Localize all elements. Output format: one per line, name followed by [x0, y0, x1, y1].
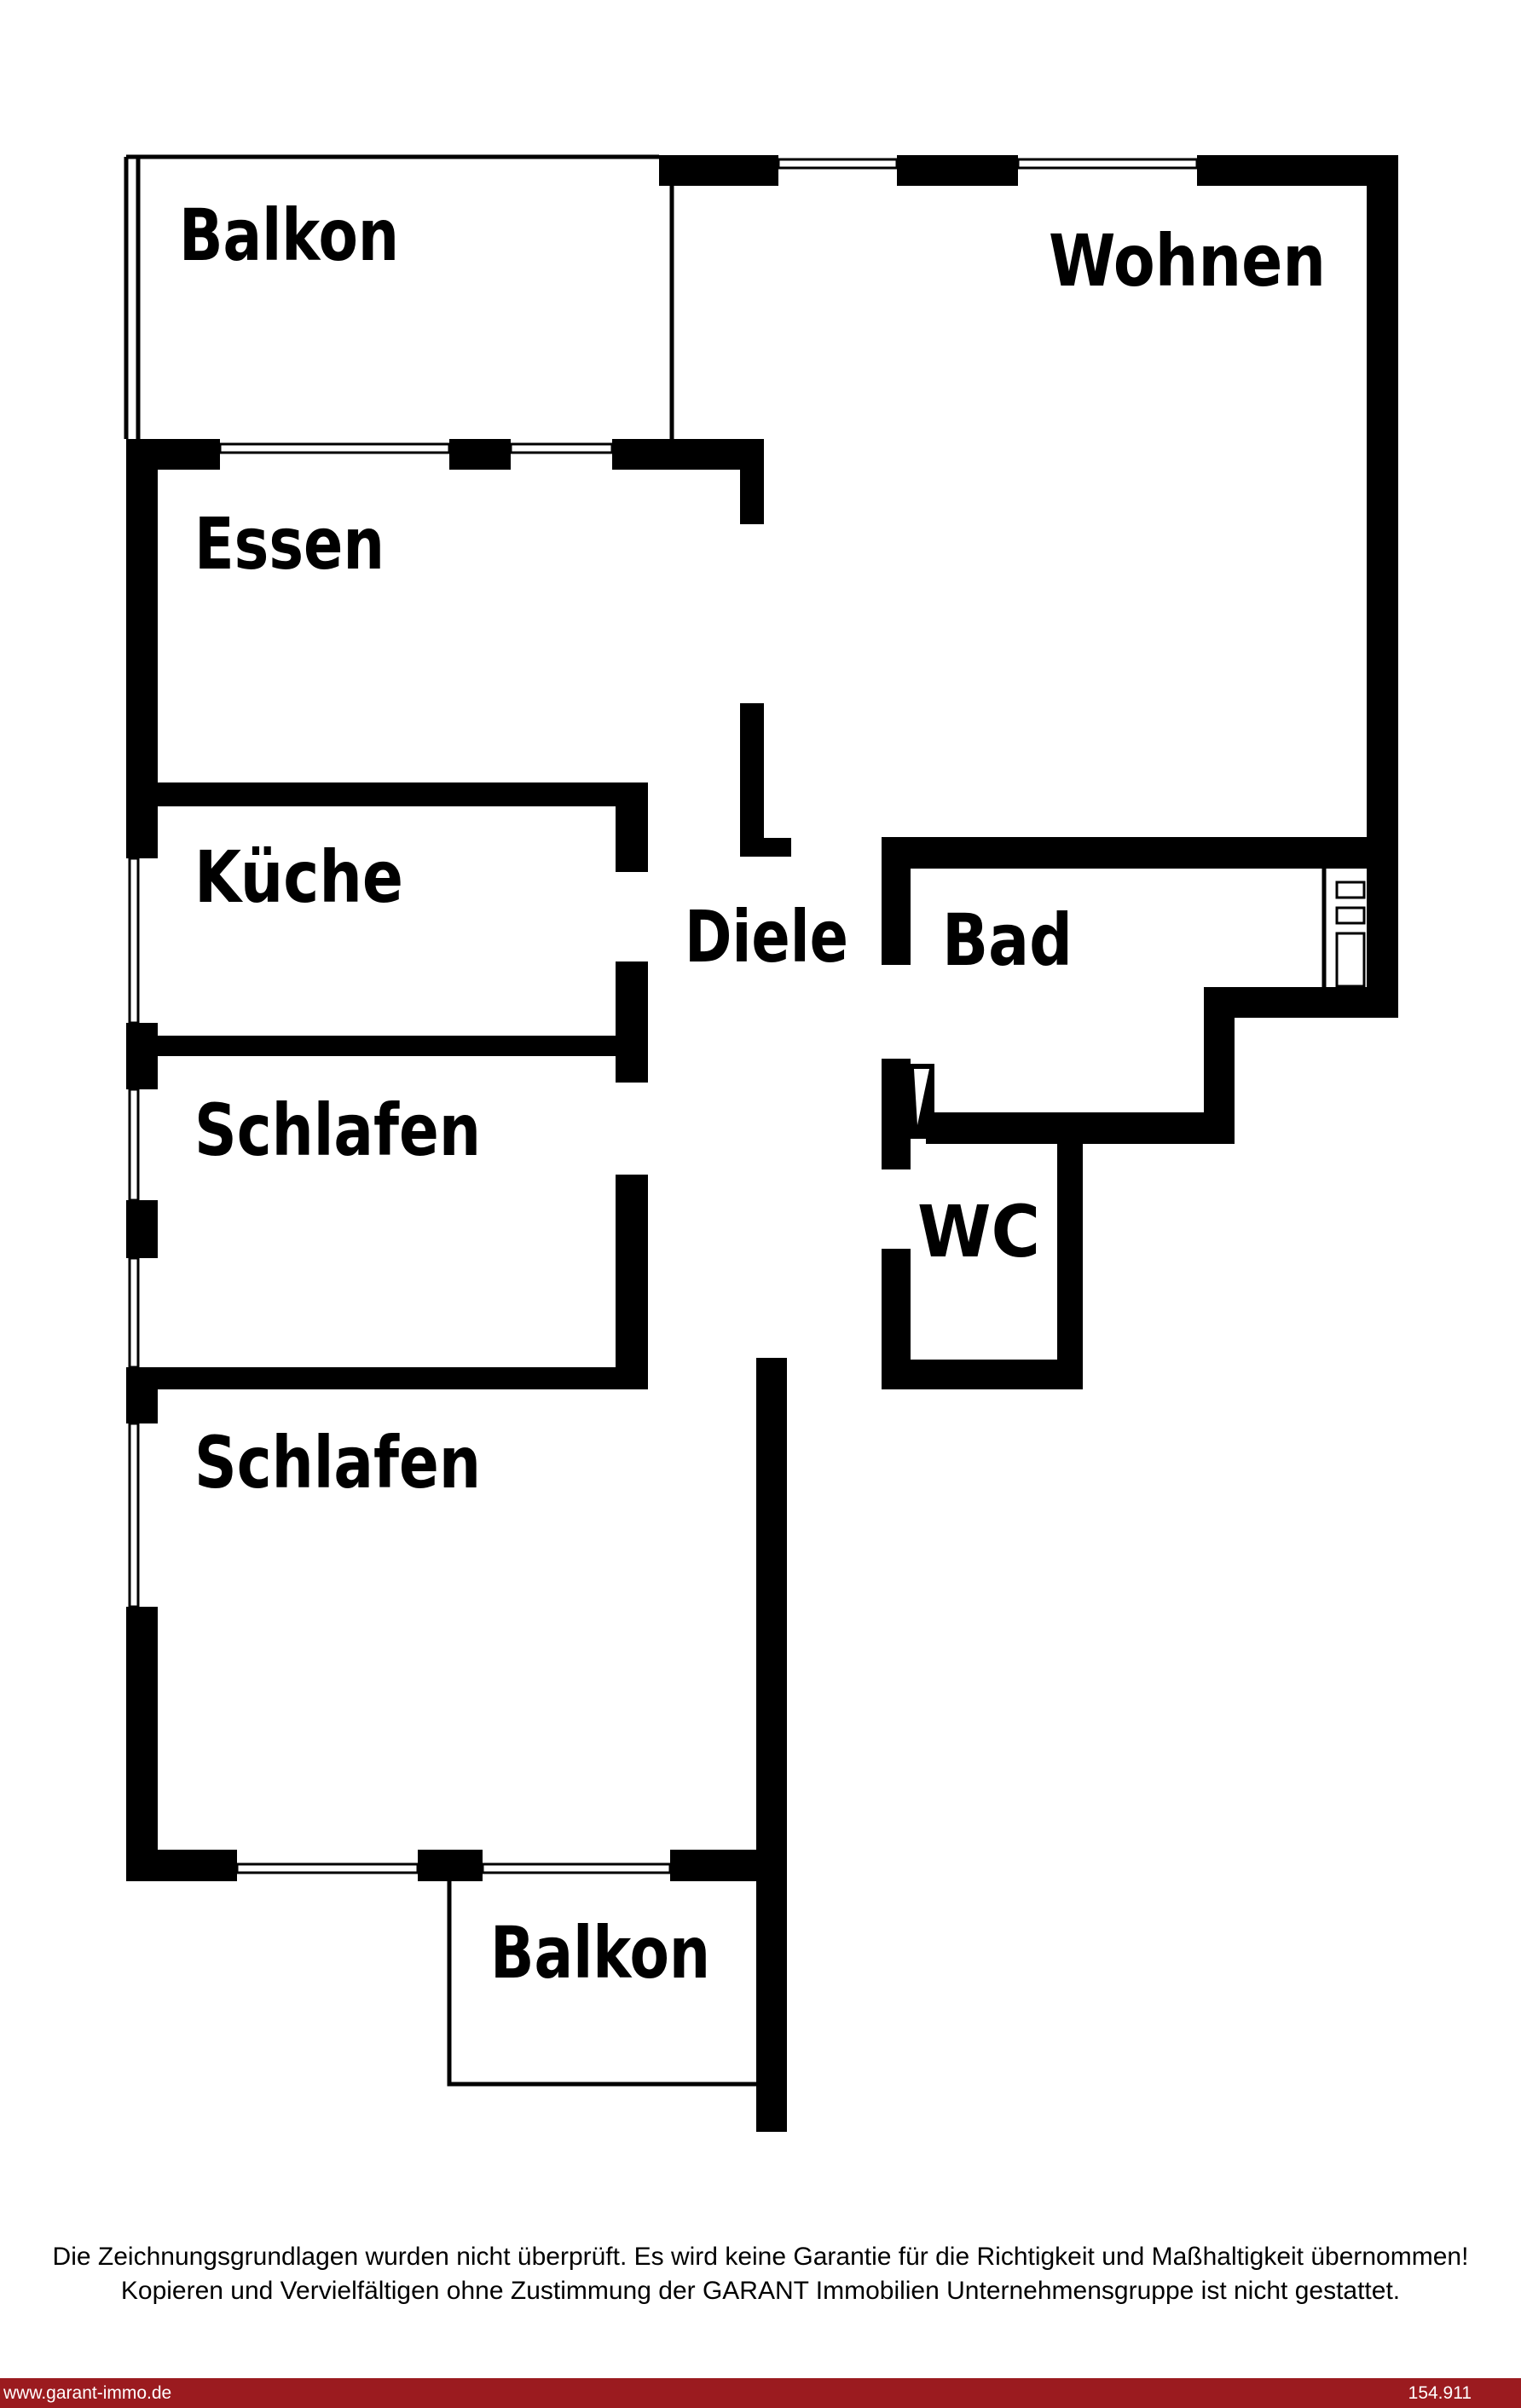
room-label-essen: Essen — [194, 502, 385, 586]
room-label-wc: WC — [917, 1190, 1040, 1273]
footer-reference-number: 154.911 — [1408, 2382, 1472, 2403]
windows-and-railings — [124, 154, 1366, 2087]
disclaimer-line-1: Die Zeichnungsgrundlagen wurden nicht üb… — [52, 2243, 1469, 2271]
room-label-schlafen-1: Schlafen — [194, 1089, 481, 1172]
floor-plan: Balkon Wohnen Essen Küche Diele Bad Schl… — [124, 154, 1398, 2132]
footer-bar: www.garant-immo.de 154.911 — [0, 2378, 1521, 2408]
room-label-wohnen: Wohnen — [1049, 219, 1326, 303]
room-labels: Balkon Wohnen Essen Küche Diele Bad Schl… — [179, 193, 1326, 1995]
footer-bar-inner: www.garant-immo.de 154.911 — [0, 2378, 1521, 2408]
disclaimer-line-2: Kopieren und Vervielfältigen ohne Zustim… — [120, 2277, 1401, 2305]
room-label-balkon-bottom: Balkon — [490, 1911, 710, 1995]
room-label-bad: Bad — [942, 898, 1073, 982]
room-label-kueche: Küche — [194, 835, 403, 919]
room-label-balkon-top: Balkon — [179, 193, 399, 277]
room-label-diele: Diele — [685, 895, 848, 979]
disclaimer: Die Zeichnungsgrundlagen wurden nicht üb… — [0, 2240, 1521, 2308]
room-label-schlafen-2: Schlafen — [194, 1421, 481, 1504]
footer-website-link[interactable]: www.garant-immo.de — [3, 2382, 172, 2403]
walls — [126, 155, 1398, 2132]
